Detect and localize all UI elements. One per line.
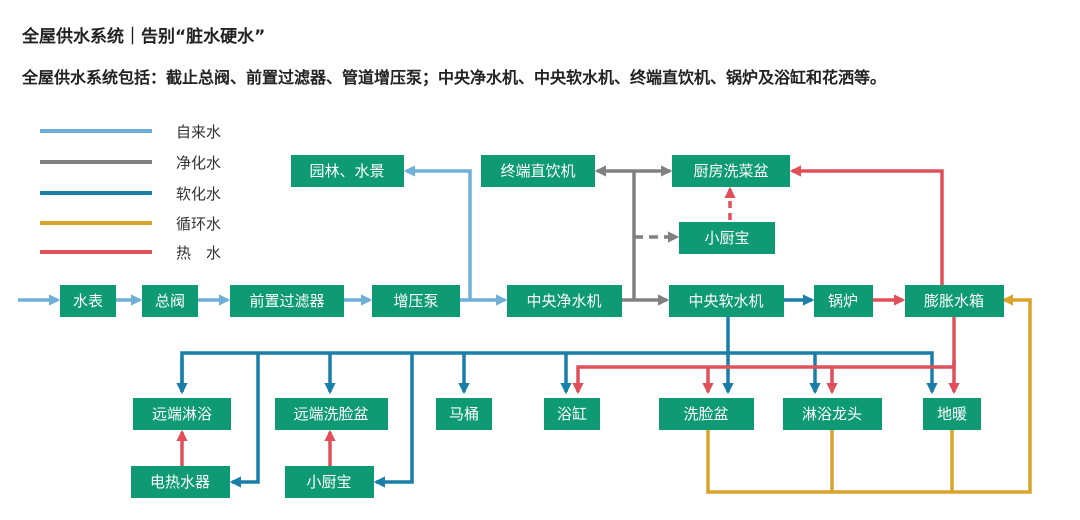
node-wash-basin-label: 洗脸盆 (683, 405, 728, 423)
pipe-soft-to-kitchen-heater (373, 353, 414, 488)
node-shower-faucet[interactable]: 淋浴龙头 (783, 398, 882, 430)
node-purifier[interactable]: 中央净水机 (507, 285, 622, 317)
node-kitchen-heater-bottom-box (285, 466, 374, 498)
node-toilet[interactable]: 马桶 (436, 398, 492, 430)
node-kitchen-heater-top-label: 小厨宝 (704, 229, 749, 247)
node-kitchen-sink[interactable]: 厨房洗菜盆 (672, 155, 790, 187)
node-main-valve-label: 总阀 (155, 292, 185, 310)
node-prefilter[interactable]: 前置过滤器 (230, 285, 344, 317)
node-softener[interactable]: 中央软水机 (669, 285, 784, 317)
node-booster-box (372, 285, 460, 317)
pipe-tank-to-kitchen-sink (789, 165, 944, 285)
node-garden[interactable]: 园林、水景 (291, 155, 404, 187)
page-subtitle: 全屋供水系统包括：截止总阀、前置过滤器、管道增压泵；中央净水机、中央软水机、终端… (22, 68, 887, 87)
pipe-hot-dist (572, 316, 956, 395)
node-purifier-label: 中央净水机 (526, 292, 601, 310)
node-remote-basin-label: 远端洗脸盆 (293, 405, 368, 423)
legend-item-softened: 软化水 (40, 185, 221, 203)
node-wash-basin[interactable]: 洗脸盆 (659, 398, 754, 430)
node-boiler-box (814, 285, 873, 317)
node-bathtub-label: 浴缸 (557, 405, 587, 423)
pipe-soft-trunk (180, 316, 730, 392)
node-boiler[interactable]: 锅炉 (814, 285, 873, 317)
node-remote-shower-label: 远端淋浴 (152, 405, 212, 423)
node-floor-heating-label: 地暖 (937, 405, 967, 423)
node-floor-heating[interactable]: 地暖 (923, 398, 981, 430)
node-shower-faucet-box (783, 398, 882, 430)
tap-water-pipes (18, 165, 508, 306)
circulating-water-pipes (706, 294, 1032, 494)
legend-label-purified: 净化水 (176, 154, 221, 172)
legend-label-tap: 自来水 (176, 123, 221, 141)
node-remote-basin[interactable]: 远端洗脸盆 (275, 398, 388, 430)
pipe-soft-to-electric-heater (229, 353, 260, 488)
node-drinking[interactable]: 终端直饮机 (481, 155, 595, 187)
node-remote-basin-box (275, 398, 388, 430)
node-kitchen-heater-top-box (679, 222, 775, 254)
node-floor-heating-box (923, 398, 981, 430)
node-kitchen-heater-bottom[interactable]: 小厨宝 (285, 466, 374, 498)
node-electric-heater-label: 电热水器 (150, 473, 210, 491)
node-drinking-box (481, 155, 595, 187)
node-expansion-tank-label: 膨胀水箱 (924, 292, 984, 310)
node-toilet-box (436, 398, 492, 430)
softened-water-pipes (176, 294, 938, 488)
node-prefilter-label: 前置过滤器 (249, 292, 324, 310)
node-kitchen-sink-label: 厨房洗菜盆 (693, 162, 768, 180)
node-expansion-tank-box (905, 285, 1004, 317)
legend-item-circulating: 循环水 (40, 215, 221, 233)
node-boiler-label: 锅炉 (828, 292, 858, 310)
hot-water-pipes (176, 165, 960, 466)
node-meter-label: 水表 (73, 292, 103, 310)
node-softener-box (669, 285, 784, 317)
legend-label-hot: 热 水 (176, 244, 221, 262)
node-main-valve[interactable]: 总阀 (142, 285, 198, 317)
node-expansion-tank[interactable]: 膨胀水箱 (905, 285, 1004, 317)
node-garden-box (291, 155, 404, 187)
legend-item-purified: 净化水 (40, 154, 221, 172)
node-shower-faucet-label: 淋浴龙头 (802, 405, 862, 423)
node-remote-shower-box (133, 398, 231, 430)
node-remote-shower[interactable]: 远端淋浴 (133, 398, 231, 430)
node-bathtub-box (544, 398, 600, 430)
node-purifier-box (507, 285, 622, 317)
node-bathtub[interactable]: 浴缸 (544, 398, 600, 430)
purified-water-pipes (594, 165, 680, 306)
node-booster[interactable]: 增压泵 (372, 285, 460, 317)
legend-label-softened: 软化水 (176, 185, 221, 203)
legend-label-circulating: 循环水 (176, 215, 221, 233)
node-wash-basin-box (659, 398, 754, 430)
node-drinking-label: 终端直饮机 (500, 162, 575, 180)
node-meter-box (60, 285, 116, 317)
page-title: 全屋供水系统｜告别“脏水硬水” (22, 27, 266, 47)
node-booster-label: 增压泵 (393, 292, 438, 310)
pipe-to-garden (403, 165, 472, 300)
node-prefilter-box (230, 285, 344, 317)
legend-item-hot: 热 水 (40, 244, 221, 262)
legend: 自来水 净化水 软化水 循环水 热 水 (40, 123, 221, 262)
node-kitchen-heater-top[interactable]: 小厨宝 (679, 222, 775, 254)
node-electric-heater-box (131, 466, 230, 498)
node-softener-label: 中央软水机 (688, 292, 763, 310)
node-electric-heater[interactable]: 电热水器 (131, 466, 230, 498)
legend-item-tap: 自来水 (40, 123, 221, 141)
node-kitchen-sink-box (672, 155, 790, 187)
node-kitchen-heater-bottom-label: 小厨宝 (306, 473, 351, 491)
pipe-circulation-loop (706, 294, 1032, 494)
node-toilet-label: 马桶 (449, 405, 479, 423)
node-meter[interactable]: 水表 (60, 285, 116, 317)
node-garden-label: 园林、水景 (309, 162, 384, 180)
node-main-valve-box (142, 285, 198, 317)
pipe-soft-trunk-right (728, 351, 938, 395)
